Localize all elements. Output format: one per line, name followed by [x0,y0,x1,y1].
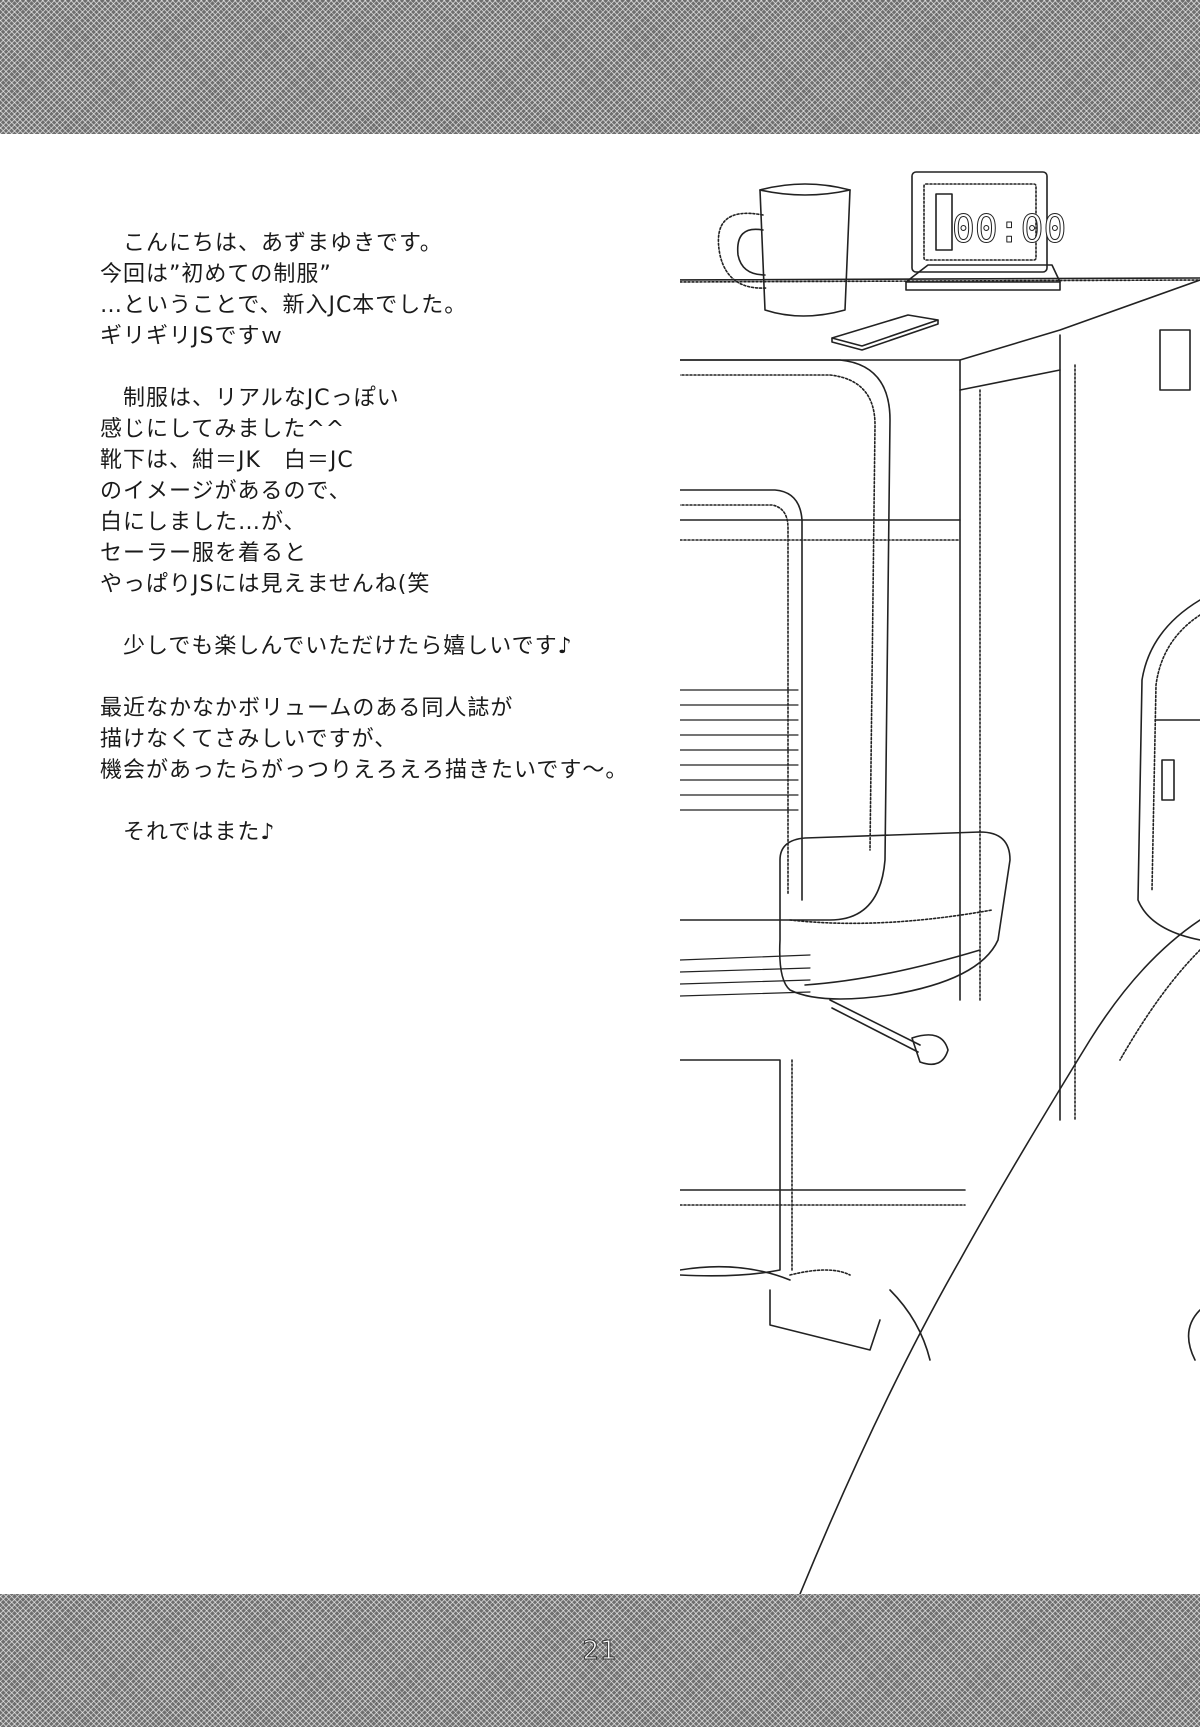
afterword-text: こんにちは、あずまゆきです。 今回は”初めての制服” …ということで、新入JC本… [100,228,700,848]
office-chair [680,359,1011,1351]
page-number: 21 [582,1636,618,1667]
text-line: 制服は、リアルなJCっぽい [100,386,400,411]
text-line: やっぱりJSには見えませんね(笑 [100,572,431,597]
text-line: のイメージがあるので、 [100,479,352,504]
text-line: 感じにしてみました^^ [100,417,346,442]
text-gap [100,352,700,383]
text-line: 少しでも楽しんでいただけたら嬉しいです♪ [100,634,573,659]
clock-digits: 00:00 [952,207,1066,251]
text-line: それではまた♪ [100,820,276,845]
line-art-illustration: 00:00 [680,171,1200,1594]
text-line: 今回は”初めての制服” [100,262,332,287]
mug-icon [717,183,851,317]
text-line: セーラー服を着ると [100,541,308,566]
text-line: …ということで、新入JC本でした。 [100,293,468,318]
text-line: 描けなくてさみしいですが、 [100,727,398,752]
text-line: 白にしました…が、 [100,510,307,535]
text-line: 機会があったらがっつりえろえろ描きたいです～。 [100,758,629,783]
text-gap [100,600,700,631]
figure-outline [799,919,1200,1594]
top-screentone-band [0,0,1200,134]
bottom-screentone-band [0,1594,1200,1727]
text-gap [100,662,700,693]
text-line: 靴下は、紺＝JK 白＝JC [100,448,354,473]
alarm-clock-icon: 00:00 [905,171,1067,291]
text-line: ギリギリJSですｗ [100,324,284,349]
bag [1137,599,1200,941]
text-gap [100,786,700,817]
text-line: 最近なかなかボリュームのある同人誌が [100,696,514,721]
smartphone-icon [831,314,939,351]
text-line: こんにちは、あずまゆきです。 [100,231,443,256]
